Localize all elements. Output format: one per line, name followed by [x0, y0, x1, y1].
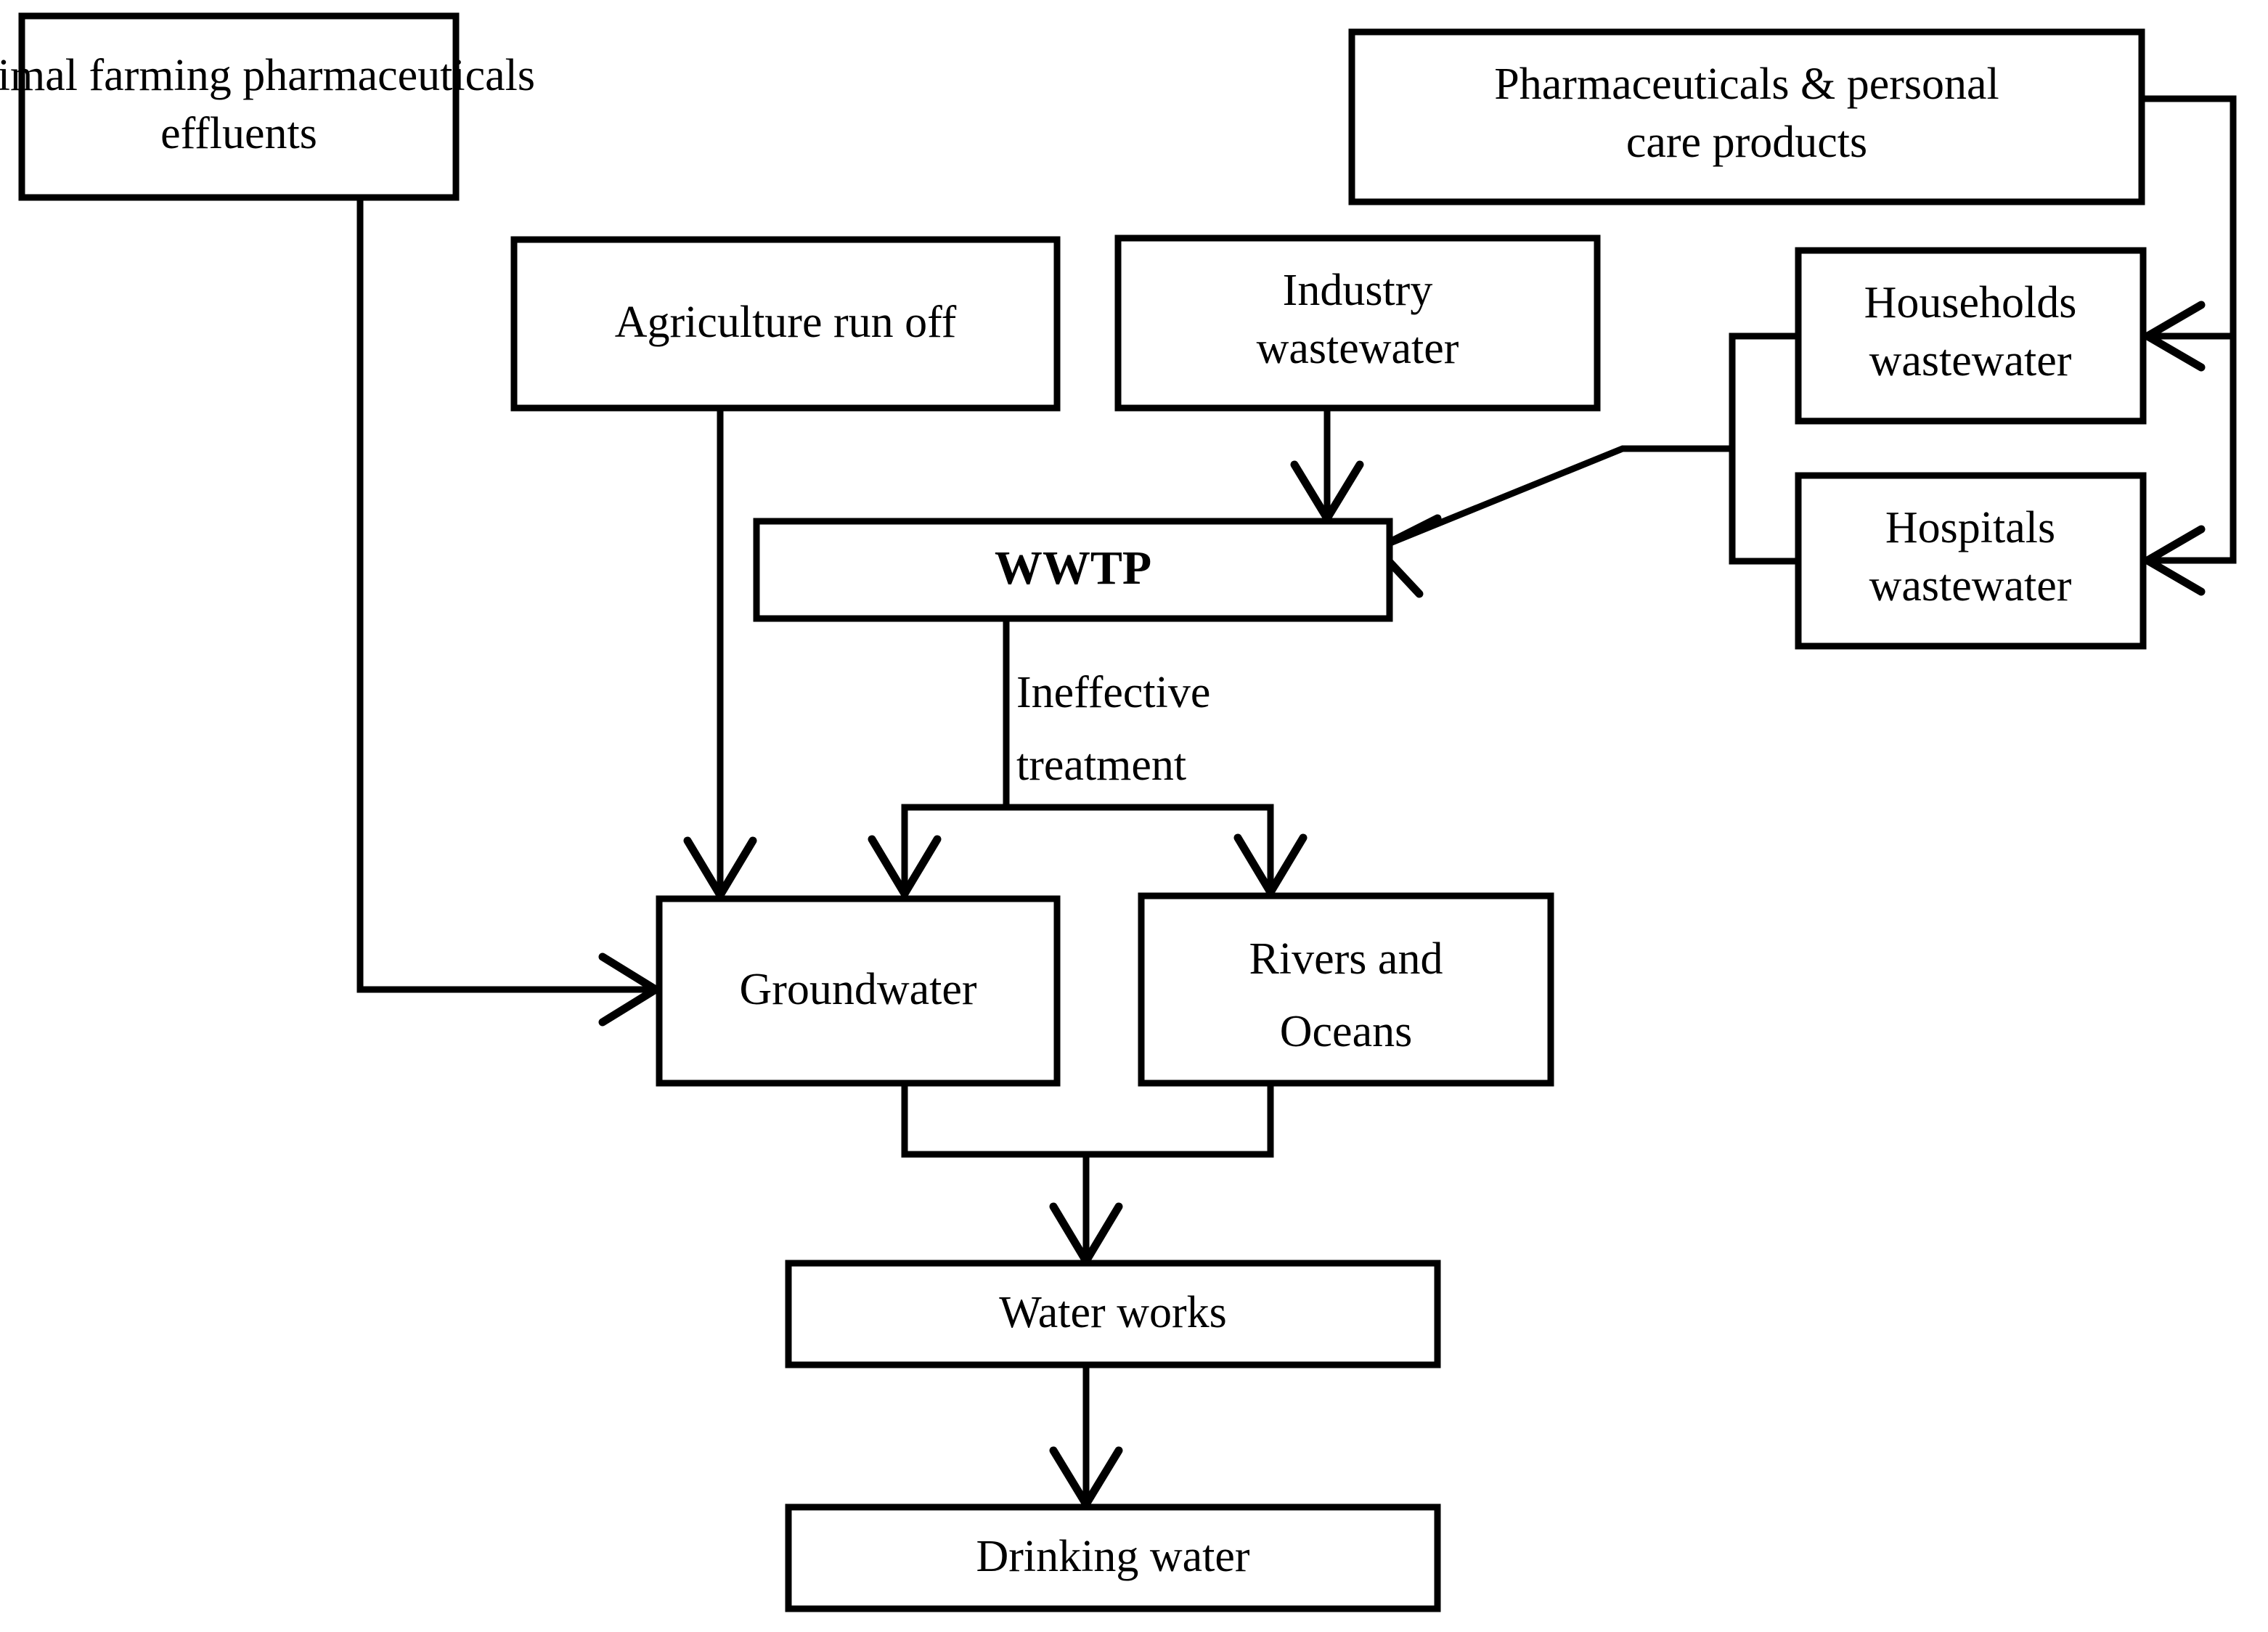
node-box-hospitals-wastewater[interactable]: [1795, 472, 2147, 650]
node-label-hospitals-wastewater-line2: wastewater: [1869, 561, 2072, 611]
node-label-ppcp-line1: Pharmaceuticals & personal: [1494, 60, 1999, 109]
node-wwtp[interactable]: WWTP: [753, 518, 1393, 622]
node-label-groundwater: Groundwater: [739, 965, 976, 1014]
node-label-animal-farming-line1: Animal farming pharmaceuticals: [0, 51, 535, 100]
node-households-wastewater[interactable]: Households wastewater: [1795, 247, 2147, 425]
edge-label-ineffective-treatment: Ineffective treatment: [1016, 668, 1210, 790]
edge-label-ineffective-treatment-line1: Ineffective: [1016, 668, 1210, 717]
node-hospitals-wastewater[interactable]: Hospitals wastewater: [1795, 472, 2147, 650]
node-label-hospitals-wastewater-line1: Hospitals: [1885, 503, 2055, 552]
node-box-pharmaceuticals-ppcp[interactable]: [1348, 28, 2145, 205]
node-label-rivers-oceans-line2: Oceans: [1280, 1007, 1412, 1056]
node-label-ppcp-line2: care products: [1626, 118, 1867, 167]
edge-waterworks-to-drinking-water: [1049, 1361, 1123, 1512]
node-industry-wastewater[interactable]: Industry wastewater: [1114, 234, 1601, 412]
node-label-households-wastewater-line2: wastewater: [1869, 336, 2072, 385]
node-label-water-works: Water works: [999, 1288, 1227, 1337]
node-box-animal-farming[interactable]: [18, 12, 460, 201]
node-drinking-water[interactable]: Drinking water: [785, 1504, 1441, 1612]
node-label-wwtp: WWTP: [995, 542, 1151, 595]
node-box-groundwater[interactable]: [656, 895, 1061, 1087]
node-label-industry-wastewater-line1: Industry: [1283, 266, 1433, 315]
edge-ppcp-to-households-and-hospitals: [2138, 95, 2237, 596]
node-animal-farming-effluents[interactable]: Animal farming pharmaceuticals effluents: [0, 12, 535, 201]
node-box-wwtp[interactable]: [753, 518, 1393, 622]
node-box-rivers-oceans[interactable]: [1138, 892, 1554, 1087]
node-box-industry-wastewater[interactable]: [1114, 234, 1601, 412]
node-box-agriculture-runoff[interactable]: [510, 236, 1061, 412]
node-label-animal-farming-line2: effluents: [160, 109, 317, 158]
node-rivers-and-oceans[interactable]: Rivers and Oceans: [1138, 892, 1554, 1087]
node-groundwater[interactable]: Groundwater: [656, 895, 1061, 1087]
edge-agriculture-runoff-to-groundwater: [683, 404, 757, 903]
node-box-water-works[interactable]: [785, 1260, 1441, 1368]
edge-wwtp-split-to-groundwater-and-rivers: [868, 615, 1308, 902]
edge-groundwater-rivers-to-waterworks: [901, 1080, 1274, 1269]
node-label-industry-wastewater-line2: wastewater: [1257, 324, 1459, 373]
node-label-drinking-water: Drinking water: [976, 1532, 1249, 1581]
edge-industry-wastewater-to-wwtp: [1290, 404, 1364, 526]
edge-animal-farming-to-groundwater: [356, 194, 664, 1027]
node-label-rivers-oceans-line1: Rivers and: [1249, 934, 1443, 984]
node-agriculture-run-off[interactable]: Agriculture run off: [510, 236, 1061, 412]
node-pharmaceuticals-personal-care-products[interactable]: Pharmaceuticals & personal care products: [1348, 28, 2145, 205]
node-box-households-wastewater[interactable]: [1795, 247, 2147, 425]
node-water-works[interactable]: Water works: [785, 1260, 1441, 1368]
node-label-agriculture-runoff: Agriculture run off: [615, 298, 957, 347]
edge-label-ineffective-treatment-line2: treatment: [1016, 740, 1186, 790]
node-box-drinking-water[interactable]: [785, 1504, 1441, 1612]
node-label-households-wastewater-line1: Households: [1864, 278, 2077, 327]
